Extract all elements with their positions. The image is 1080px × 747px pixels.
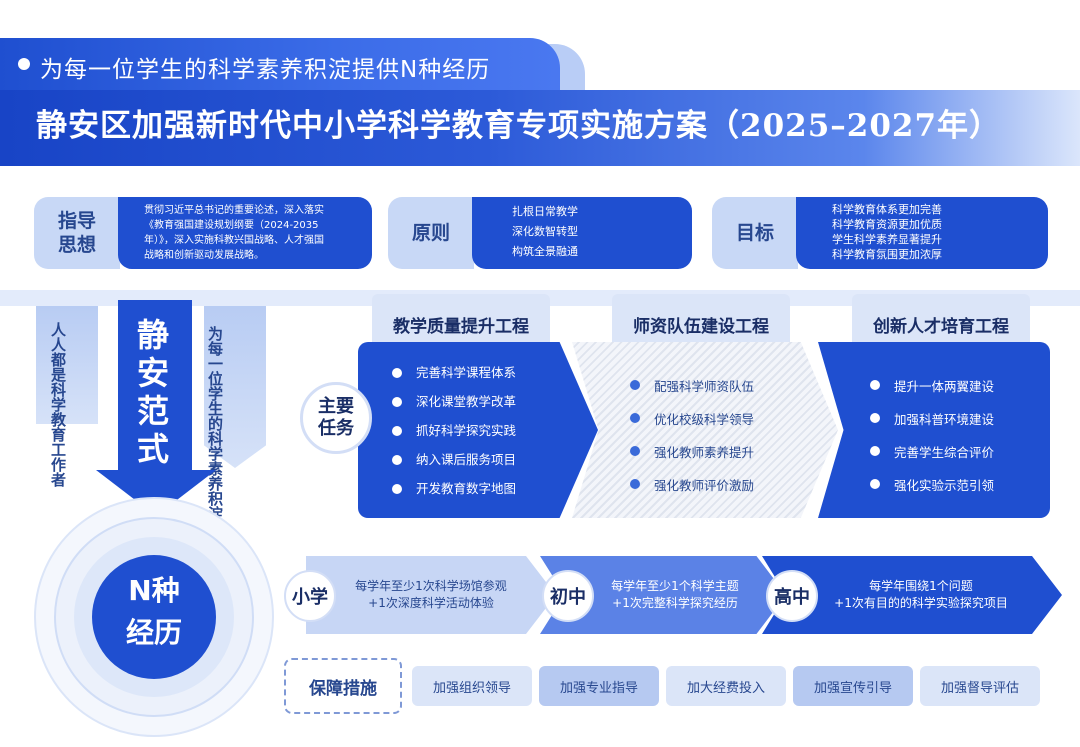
task-item: 配强科学师资队伍 bbox=[630, 370, 838, 403]
info-tag-line: 指导 bbox=[57, 210, 96, 232]
info-body-line: 贯彻习近平总书记的重要论述，深入落实 bbox=[144, 205, 324, 216]
info-body-goal: 科学教育体系更加完善 科学教育资源更加优质 学生科学素养显著提升 科学教育氛围更… bbox=[796, 197, 1048, 269]
left-arrow-shape bbox=[36, 306, 98, 424]
level-primary: 每学年至少1次科学场馆参观 +1次深度科学活动体验 bbox=[306, 556, 556, 634]
jingan-paradigm: 静安范式 bbox=[132, 318, 170, 470]
guarantee-item: 加大经费投入 bbox=[666, 666, 786, 706]
level-line: +1次有目的的科学实验探究项目 bbox=[834, 596, 1008, 610]
center-column bbox=[118, 300, 192, 480]
subtitle-tab bbox=[0, 38, 560, 94]
right-arrow-shape bbox=[204, 306, 266, 468]
level-line: 每学年围绕1个问题 bbox=[869, 579, 973, 593]
title-band bbox=[0, 90, 1080, 166]
info-body-line: 科学教育体系更加完善 bbox=[832, 203, 942, 216]
guarantee-title: 保障措施 bbox=[284, 658, 402, 714]
circle-line: 经历 bbox=[125, 616, 182, 649]
guarantee-item: 加强督导评估 bbox=[920, 666, 1040, 706]
task-panel-talent: 提升一体两翼建设 加强科普环境建设 完善学生综合评价 强化实验示范引领 bbox=[818, 342, 1050, 518]
info-tag-line: 目标 bbox=[735, 222, 774, 244]
info-tag-guideline: 指导 思想 bbox=[34, 197, 120, 269]
info-tag-line: 思想 bbox=[57, 234, 96, 256]
task-item: 开发教育数字地图 bbox=[392, 474, 598, 503]
level-line: 每学年至少1次科学场馆参观 bbox=[355, 579, 507, 593]
task-item: 深化课堂教学改革 bbox=[392, 387, 598, 416]
task-item: 提升一体两翼建设 bbox=[870, 370, 1050, 403]
task-item: 强化教师评价激励 bbox=[630, 469, 838, 502]
badge-line: 任务 bbox=[318, 418, 354, 439]
bullet-dot-icon bbox=[18, 58, 30, 70]
task-panel-teachers: 配强科学师资队伍 优化校级科学领导 强化教师素养提升 强化教师评价激励 bbox=[572, 342, 838, 518]
task-item: 加强科普环境建设 bbox=[870, 403, 1050, 436]
info-body-line: 战略和创新驱动发展战略。 bbox=[144, 250, 264, 261]
guarantee-item: 加强宣传引导 bbox=[793, 666, 913, 706]
subtitle: 为每一位学生的科学素养积淀提供N种经历 bbox=[40, 57, 491, 83]
info-body-line: 深化数智转型 bbox=[512, 225, 578, 238]
circle-line: N种 bbox=[128, 574, 180, 607]
main-tasks-badge: 主要 任务 bbox=[300, 382, 372, 454]
info-body-line: 《教育强国建设规划纲要（2024-2035 bbox=[144, 220, 319, 231]
task-item: 抓好科学探究实践 bbox=[392, 416, 598, 445]
badge-middle: 初中 bbox=[542, 570, 594, 622]
task-item: 纳入课后服务项目 bbox=[392, 445, 598, 474]
info-body-line: 科学教育氛围更加浓厚 bbox=[832, 248, 942, 261]
task-panel-teaching: 完善科学课程体系 深化课堂教学改革 抓好科学探究实践 纳入课后服务项目 开发教育… bbox=[358, 342, 598, 518]
n-experiences: N种 经历 bbox=[92, 570, 216, 654]
info-body-guideline: 贯彻习近平总书记的重要论述，深入落实 《教育强国建设规划纲要（2024-2035… bbox=[118, 197, 372, 269]
core-circle bbox=[92, 555, 216, 679]
badge-primary: 小学 bbox=[284, 570, 336, 622]
info-body-line: 构筑全景融通 bbox=[512, 245, 578, 258]
level-line: +1次深度科学活动体验 bbox=[368, 596, 494, 610]
info-body-principle: 扎根日常教学 深化数智转型 构筑全景融通 bbox=[472, 197, 692, 269]
info-tag-line: 原则 bbox=[411, 222, 450, 244]
badge-line: 主要 bbox=[318, 396, 354, 417]
info-body-line: 扎根日常教学 bbox=[512, 205, 578, 218]
guarantee-item: 加强专业指导 bbox=[539, 666, 659, 706]
level-line: +1次完整科学探究经历 bbox=[612, 596, 738, 610]
left-arrow-text: 人人都是科学教育工作者 bbox=[49, 322, 67, 487]
task-item: 强化实验示范引领 bbox=[870, 469, 1050, 502]
level-line: 每学年至少1个科学主题 bbox=[611, 579, 739, 593]
info-body-line: 学生科学素养显著提升 bbox=[832, 233, 942, 246]
badge-high: 高中 bbox=[766, 570, 818, 622]
info-body-line: 科学教育资源更加优质 bbox=[832, 218, 942, 231]
info-tag-principle: 原则 bbox=[388, 197, 474, 269]
guarantee-item: 加强组织领导 bbox=[412, 666, 532, 706]
info-tag-goal: 目标 bbox=[712, 197, 798, 269]
info-body-line: 年）》，深入实施科教兴国战略、人才强国 bbox=[144, 235, 324, 246]
task-item: 优化校级科学领导 bbox=[630, 403, 838, 436]
right-arrow-text: 为每一位学生的科学素养积淀 bbox=[206, 326, 224, 521]
task-item: 完善学生综合评价 bbox=[870, 436, 1050, 469]
task-item: 强化教师素养提升 bbox=[630, 436, 838, 469]
page-title: 静安区加强新时代中小学科学教育专项实施方案（2025–2027年） bbox=[36, 108, 1002, 144]
task-item: 完善科学课程体系 bbox=[392, 358, 598, 387]
